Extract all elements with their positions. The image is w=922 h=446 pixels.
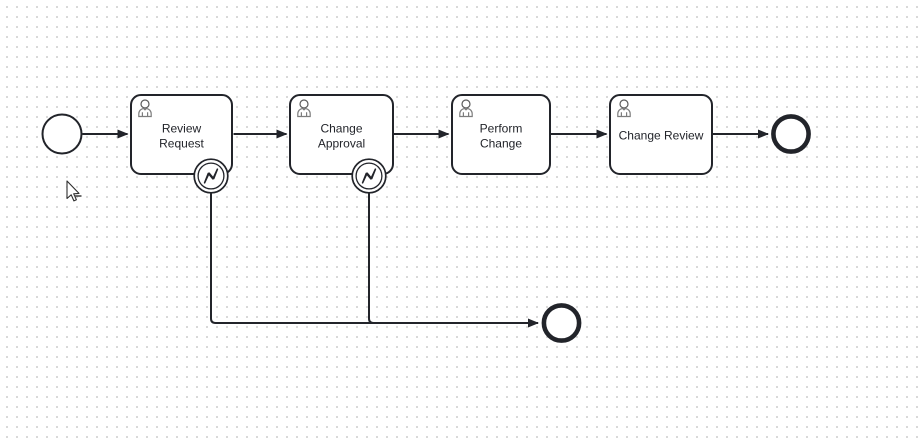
boundary-error-event-review-request[interactable] xyxy=(193,158,229,194)
task-perform-change[interactable]: Perform Change xyxy=(451,94,551,175)
user-silhouette-icon xyxy=(138,99,152,118)
user-silhouette-icon xyxy=(297,99,311,118)
user-silhouette-icon xyxy=(459,99,473,118)
task-label: Request xyxy=(159,137,204,151)
task-label: Change xyxy=(320,122,362,136)
error-lightning-icon xyxy=(361,168,377,184)
sequence-flow-error-change-approval-to-end[interactable] xyxy=(368,192,374,324)
error-lightning-icon xyxy=(203,168,219,184)
end-event-error[interactable] xyxy=(541,303,582,343)
task-review-request[interactable]: Review Request xyxy=(130,94,233,175)
task-change-approval[interactable]: Change Approval xyxy=(289,94,394,175)
mouse-cursor xyxy=(66,180,82,202)
user-silhouette-icon xyxy=(617,99,631,118)
sequence-flow-error-review-request-to-end[interactable] xyxy=(210,193,539,328)
task-label: Change Review xyxy=(619,129,704,143)
task-label: Change xyxy=(480,137,522,151)
task-label: Review xyxy=(162,122,202,136)
task-change-review[interactable]: Change Review xyxy=(609,94,713,175)
end-event-main[interactable] xyxy=(771,114,811,154)
boundary-error-event-change-approval[interactable] xyxy=(351,158,387,194)
task-label: Perform xyxy=(480,122,523,136)
start-event[interactable] xyxy=(41,113,83,155)
task-label: Approval xyxy=(318,137,365,151)
